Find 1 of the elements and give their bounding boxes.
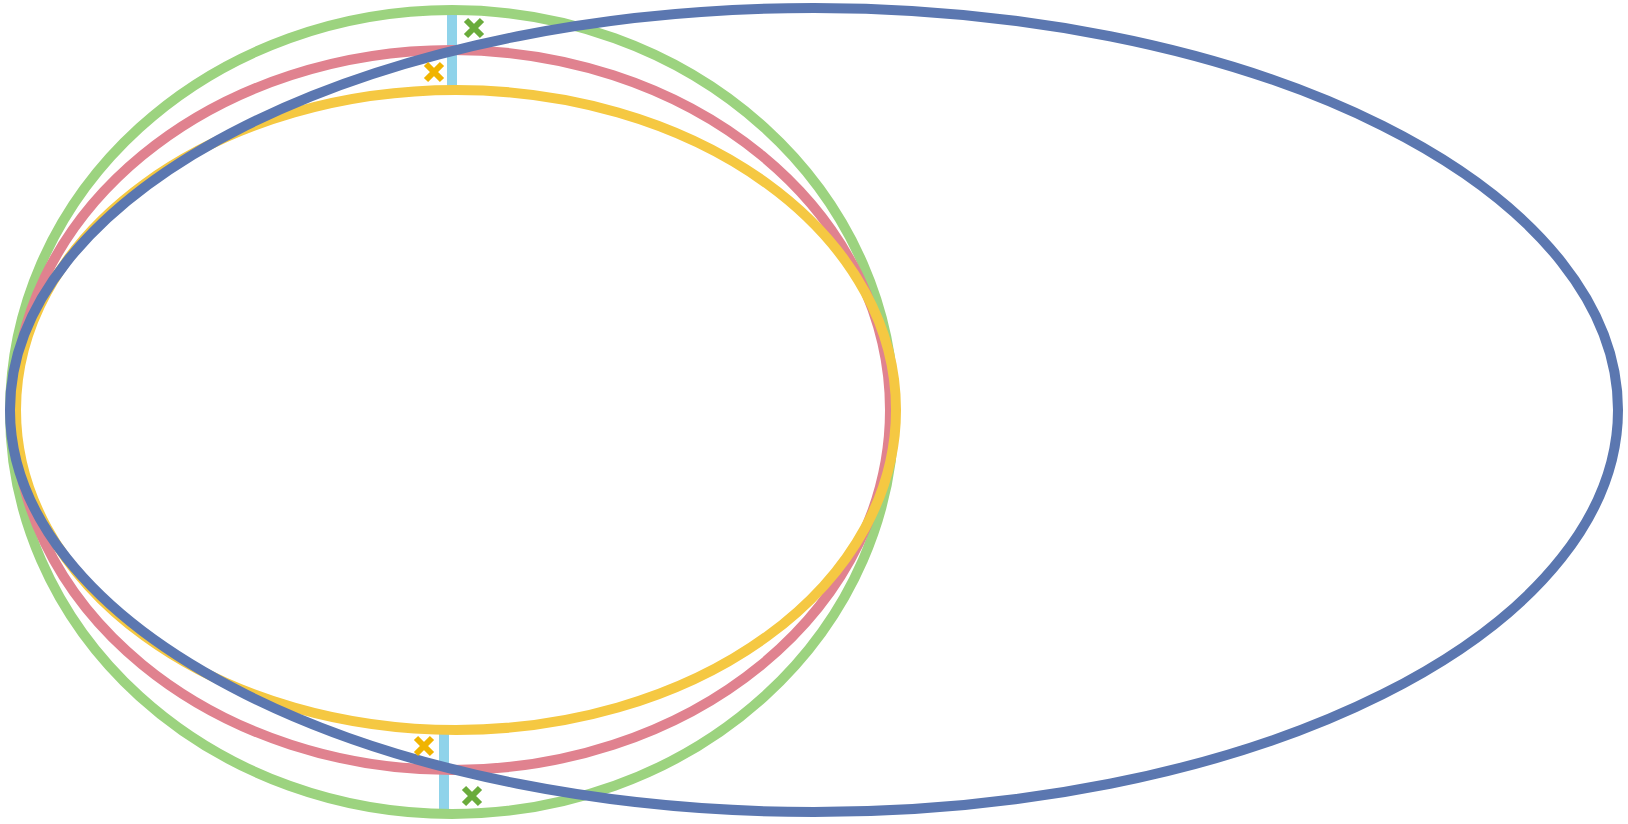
ellipse-outline (5, 3, 1623, 817)
